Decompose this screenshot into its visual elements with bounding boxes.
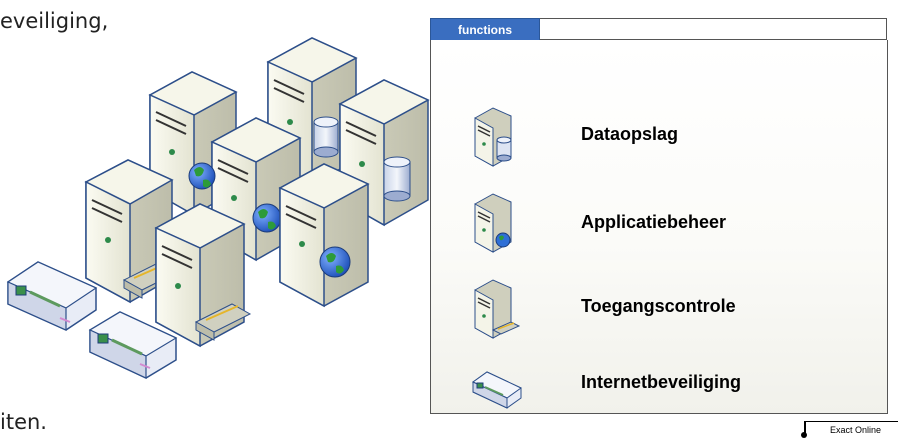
footer-label: Exact Online — [830, 425, 882, 435]
network-device — [88, 311, 178, 379]
function-item-toegangscontrole: Toegangscontrole — [471, 276, 736, 340]
server-tower — [188, 162, 216, 190]
server-farm-illustration — [6, 37, 430, 379]
tab-functions[interactable]: functions — [430, 18, 540, 42]
network-device — [6, 261, 98, 331]
connector-stem — [804, 422, 806, 437]
server-database-icon — [474, 107, 512, 167]
functions-list: Dataopslag Applicatiebeheer — [430, 40, 888, 414]
server-tower — [154, 203, 252, 348]
connector-line — [804, 421, 898, 422]
text-fragment-bottom: iten. — [0, 410, 47, 434]
functions-panel: functions Dataopslag — [430, 18, 888, 414]
text-fragment-top: eveiliging, — [0, 9, 109, 33]
panel-top-border — [538, 18, 887, 40]
server-globe-icon — [474, 193, 512, 253]
function-item-dataopslag: Dataopslag — [471, 104, 678, 168]
function-item-internetbeveiliging: Internetbeveiliging — [471, 352, 741, 416]
function-item-applicatiebeheer: Applicatiebeheer — [471, 190, 726, 254]
server-tower — [278, 163, 370, 308]
footer-connector: Exact Online — [798, 416, 904, 438]
function-label: Internetbeveiliging — [581, 372, 742, 392]
connector-dot — [801, 432, 807, 438]
function-label: Toegangscontrole — [581, 296, 736, 316]
server-drive-icon — [474, 279, 521, 339]
function-label: Applicatiebeheer — [581, 212, 727, 232]
function-label: Dataopslag — [581, 124, 679, 144]
network-device-icon — [472, 371, 522, 409]
